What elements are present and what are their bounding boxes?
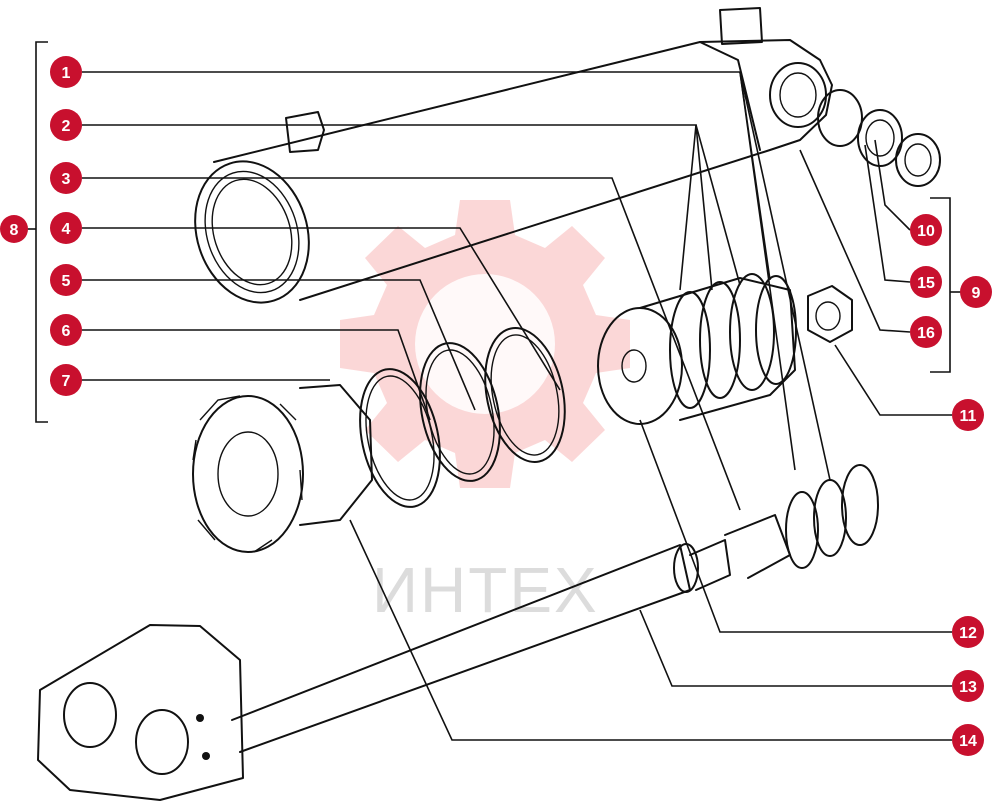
callout-9: 9 — [960, 276, 992, 308]
watermark: ИНТЕХ — [340, 200, 630, 626]
callout-12-label: 12 — [959, 625, 977, 642]
gland-head — [192, 384, 373, 553]
callout-2: 2 — [50, 109, 82, 141]
callout-4: 4 — [50, 212, 82, 244]
pin-bushings — [817, 89, 941, 187]
callout-1: 1 — [50, 56, 82, 88]
callouts: 1 2 3 4 5 6 7 8 — [0, 56, 992, 756]
callout-14: 14 — [952, 724, 984, 756]
callout-8-label: 8 — [10, 222, 19, 239]
callout-16-label: 16 — [917, 325, 935, 342]
callout-3: 3 — [50, 162, 82, 194]
callout-10-label: 10 — [917, 223, 935, 240]
callout-6-label: 6 — [62, 323, 71, 340]
callout-13: 13 — [952, 670, 984, 702]
callout-11-label: 11 — [960, 408, 977, 425]
callout-16: 16 — [910, 316, 942, 348]
piston-nut — [807, 285, 853, 343]
callout-4-label: 4 — [62, 221, 71, 238]
ring-seals — [359, 327, 566, 508]
callout-5-label: 5 — [62, 273, 71, 290]
callout-13-label: 13 — [959, 679, 977, 696]
callout-2-label: 2 — [62, 118, 71, 135]
callout-7-label: 7 — [62, 373, 71, 390]
callout-6: 6 — [50, 314, 82, 346]
callout-5: 5 — [50, 264, 82, 296]
watermark-text: ИНТЕХ — [372, 554, 599, 626]
callout-14-label: 14 — [959, 733, 977, 750]
callout-3-label: 3 — [62, 171, 71, 188]
callout-11: 11 — [952, 399, 984, 431]
callout-9-label: 9 — [972, 285, 981, 302]
rod-clevis — [37, 624, 244, 801]
callout-12: 12 — [952, 616, 984, 648]
piston-assembly — [597, 273, 797, 425]
callout-1-label: 1 — [62, 65, 71, 82]
cylinder-barrel — [194, 7, 833, 304]
callout-15-label: 15 — [917, 275, 935, 292]
callout-15: 15 — [910, 266, 942, 298]
leader-lines — [82, 71, 952, 741]
callout-8: 8 — [0, 215, 28, 243]
callout-10: 10 — [910, 214, 942, 246]
callout-7: 7 — [50, 364, 82, 396]
